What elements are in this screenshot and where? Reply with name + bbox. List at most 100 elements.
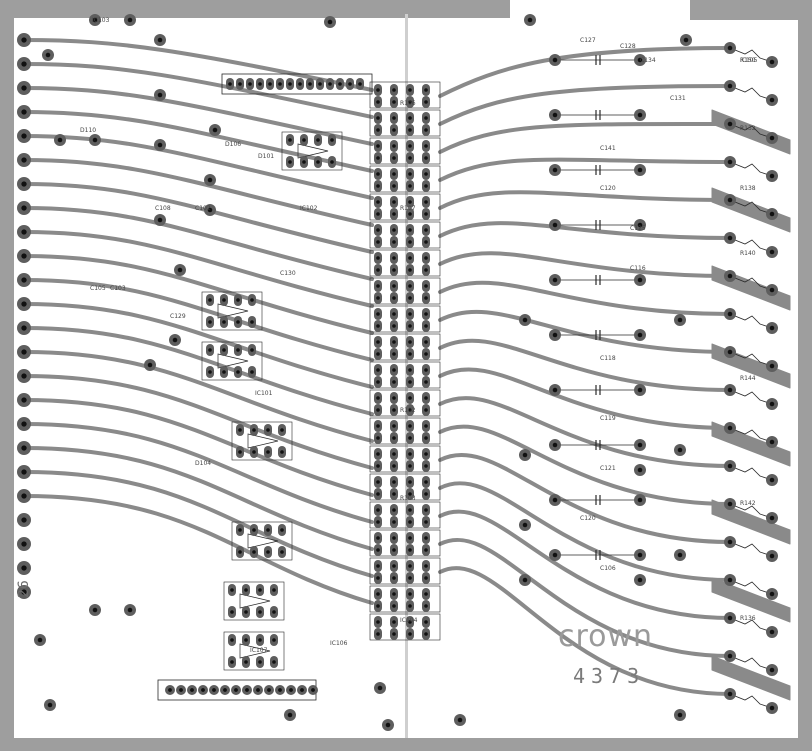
dip-pad-hole [392, 156, 396, 160]
dip-pad-hole [424, 368, 428, 372]
pad-hole [727, 159, 733, 165]
signal-trace [438, 396, 732, 468]
resistor-symbol [729, 503, 773, 519]
dip-pad-hole [238, 428, 242, 432]
ic-outline [231, 521, 293, 561]
opamp-symbol [247, 433, 279, 449]
pad-hole [769, 591, 775, 597]
dip-pad-hole [376, 368, 380, 372]
dip-pad-hole [376, 576, 380, 580]
dip-pad-hole [376, 184, 380, 188]
dip-pad-hole [376, 240, 380, 244]
ref-label: C102 [195, 205, 211, 212]
dip-pad-hole [424, 452, 428, 456]
ref-label: C130 [280, 270, 296, 277]
dip-pad-hole [408, 144, 412, 148]
pad-hole [289, 688, 293, 692]
dip-pad-hole [238, 528, 242, 532]
pad-hole [769, 705, 775, 711]
dip-pad-hole [408, 396, 412, 400]
ic-outline [201, 341, 263, 381]
ref-label: R132 [740, 125, 756, 132]
dip-pad-hole [424, 172, 428, 176]
pad-hole [677, 447, 683, 453]
signal-trace [22, 422, 374, 524]
ic-outline [369, 389, 441, 417]
dip-pad-hole [208, 348, 212, 352]
pad-hole [212, 688, 216, 692]
signal-trace [438, 481, 732, 582]
dip-pad-hole [376, 340, 380, 344]
ic-outline [369, 109, 441, 137]
dip-pad-hole [408, 340, 412, 344]
signal-trace [22, 206, 374, 281]
resistor-symbol [729, 85, 773, 101]
pad-hole [21, 37, 27, 43]
dip-pad-hole [268, 82, 272, 86]
ref-label: R102 [400, 407, 416, 414]
pad-hole [727, 691, 733, 697]
dip-pad-hole [376, 424, 380, 428]
dip-pad-hole [424, 536, 428, 540]
dip-pad-hole [408, 592, 412, 596]
dip-pad-hole [424, 340, 428, 344]
pad-hole [57, 137, 63, 143]
ref-label: C121 [600, 465, 616, 472]
dip-pad-hole [392, 452, 396, 456]
dip-pad-hole [408, 228, 412, 232]
dip-pad-hole [266, 450, 270, 454]
pad-hole [677, 317, 683, 323]
pad-hole [522, 317, 528, 323]
dip-pad-hole [376, 452, 380, 456]
ref-label: R136 [740, 615, 756, 622]
pad-hole [168, 688, 172, 692]
dip-pad-hole [222, 298, 226, 302]
pad-hole [377, 685, 383, 691]
dip-pad-hole [392, 352, 396, 356]
signal-trace [22, 38, 374, 92]
signal-trace [438, 280, 732, 316]
ref-label: C134 [640, 57, 656, 64]
pad-hole [727, 653, 733, 659]
pad-hole [769, 249, 775, 255]
resistor-symbol [729, 275, 773, 291]
dip-pad-hole [424, 212, 428, 216]
dip-pad-hole [392, 368, 396, 372]
opamp-symbol [247, 533, 279, 549]
dip-pad-hole [424, 296, 428, 300]
signal-trace [22, 230, 374, 308]
dip-pad-hole [280, 550, 284, 554]
dip-pad-hole [376, 492, 380, 496]
dip-pad-hole [424, 88, 428, 92]
ref-label: C127 [580, 37, 596, 44]
signal-trace [22, 326, 374, 416]
pad-hole [683, 37, 689, 43]
dip-pad-hole [408, 88, 412, 92]
ref-label: C105 [90, 285, 106, 292]
pad-hole [21, 445, 27, 451]
dip-pad-hole [408, 156, 412, 160]
pad-hole [727, 45, 733, 51]
ref-label: R144 [740, 375, 756, 382]
dip-pad-hole [236, 320, 240, 324]
resistor-symbol [729, 465, 773, 481]
ic-outline [201, 291, 263, 331]
pad-hole [147, 362, 153, 368]
pad-hole [327, 19, 333, 25]
resistor-symbol [729, 351, 773, 367]
dip-pad-hole [392, 396, 396, 400]
dip-pad-hole [376, 200, 380, 204]
reference-designators: R150R132R138R140R144R142R136C127C128C134… [80, 17, 758, 654]
signal-trace [22, 398, 374, 497]
dip-pad-hole [408, 296, 412, 300]
dip-pad-hole [392, 256, 396, 260]
dip-pad-hole [424, 436, 428, 440]
pad-hole [727, 121, 733, 127]
pad-hole [769, 325, 775, 331]
dip-pad-hole [272, 660, 276, 664]
dip-pad-hole [424, 408, 428, 412]
dip-pad-hole [266, 528, 270, 532]
dip-pad-hole [408, 564, 412, 568]
dip-pad-hole [408, 116, 412, 120]
dip-pad-hole [408, 620, 412, 624]
